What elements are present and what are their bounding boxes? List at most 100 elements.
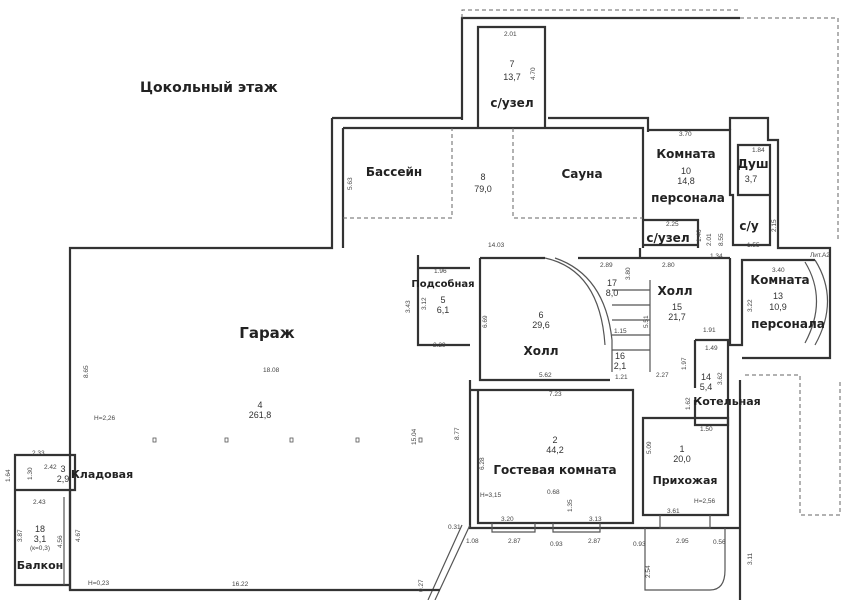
svg-text:2.43: 2.43 — [33, 499, 46, 506]
svg-text:79,0: 79,0 — [474, 184, 492, 194]
svg-text:3.13: 3.13 — [589, 516, 602, 523]
room-garage-4: Гараж 4 261,8 — [239, 324, 295, 420]
svg-text:8: 8 — [480, 172, 485, 182]
svg-text:1.50: 1.50 — [700, 426, 713, 433]
room-stair-17: 17 8,0 — [606, 278, 619, 298]
svg-text:3.20: 3.20 — [501, 516, 514, 523]
room-storage-3: 3 2,9 Кладовая — [57, 464, 133, 484]
svg-text:5.63: 5.63 — [347, 177, 354, 190]
svg-text:2.01: 2.01 — [706, 233, 713, 246]
svg-text:21,7: 21,7 — [668, 312, 686, 322]
svg-text:Гараж: Гараж — [239, 324, 295, 342]
svg-text:1.08: 1.08 — [466, 538, 479, 545]
svg-text:0.31: 0.31 — [448, 524, 461, 531]
svg-text:3.70: 3.70 — [679, 131, 692, 138]
svg-text:5.09: 5.09 — [646, 441, 653, 454]
svg-text:H=2,56: H=2,56 — [694, 498, 716, 505]
svg-text:8.65: 8.65 — [83, 365, 90, 378]
svg-text:Гостевая комната: Гостевая комната — [493, 463, 616, 477]
svg-text:2,1: 2,1 — [614, 361, 627, 371]
room-sanuzel-small-label: с/узел — [646, 231, 689, 245]
svg-text:3: 3 — [60, 464, 65, 474]
svg-text:6: 6 — [538, 310, 543, 320]
svg-text:5.62: 5.62 — [539, 372, 552, 379]
walls — [13, 9, 841, 600]
svg-text:1.91: 1.91 — [703, 327, 716, 334]
svg-text:16.22: 16.22 — [232, 581, 249, 588]
svg-text:6,1: 6,1 — [437, 305, 450, 315]
room-hall-6: 6 29,6 Холл — [523, 310, 558, 358]
svg-text:1.49: 1.49 — [705, 345, 718, 352]
svg-text:6.28: 6.28 — [479, 457, 486, 470]
svg-text:H=2,26: H=2,26 — [94, 415, 116, 422]
room-pool-label: Бассейн — [366, 165, 422, 179]
svg-text:3,1: 3,1 — [34, 534, 47, 544]
svg-text:4.70: 4.70 — [530, 67, 537, 80]
svg-text:Балкон: Балкон — [17, 559, 64, 572]
svg-text:8.55: 8.55 — [718, 233, 725, 246]
room-shower: Душ 3,7 — [737, 157, 768, 184]
svg-text:Кладовая: Кладовая — [71, 468, 133, 481]
svg-text:Холл: Холл — [523, 344, 558, 358]
svg-text:5,4: 5,4 — [700, 382, 713, 392]
svg-text:с/узел: с/узел — [490, 96, 533, 110]
dimension-labels: 2.01 4.70 5.63 14.03 3.70 1.84 2.25 1.40… — [5, 31, 785, 592]
room-boiler-14: 14 5,4 Котельная — [693, 372, 760, 408]
svg-text:2.29: 2.29 — [433, 342, 446, 349]
svg-text:3.80: 3.80 — [625, 267, 632, 280]
svg-text:Прихожая: Прихожая — [653, 474, 718, 487]
svg-text:2.27: 2.27 — [656, 372, 669, 379]
svg-text:H=0,23: H=0,23 — [88, 580, 110, 587]
svg-text:1.62: 1.62 — [685, 397, 692, 410]
room-8: 8 79,0 — [474, 172, 492, 194]
svg-text:1.35: 1.35 — [567, 499, 574, 512]
svg-text:3.12: 3.12 — [421, 297, 428, 310]
room-hall-15: Холл 15 21,7 — [657, 284, 692, 322]
svg-text:3.87: 3.87 — [17, 529, 24, 542]
svg-text:персонала: персонала — [751, 317, 825, 331]
svg-text:13,7: 13,7 — [503, 72, 521, 82]
svg-text:18: 18 — [35, 524, 45, 534]
lit-label: Лит.А2 — [810, 252, 830, 259]
svg-text:0.27: 0.27 — [418, 579, 425, 592]
svg-text:14.03: 14.03 — [488, 242, 505, 249]
svg-text:(к=0,3): (к=0,3) — [30, 545, 50, 552]
svg-text:13: 13 — [773, 291, 783, 301]
svg-text:H=3,15: H=3,15 — [480, 492, 502, 499]
svg-text:2.25: 2.25 — [666, 221, 679, 228]
svg-text:3.61: 3.61 — [667, 508, 680, 515]
svg-text:1.30: 1.30 — [27, 467, 34, 480]
svg-text:3.43: 3.43 — [405, 300, 412, 313]
svg-text:Душ: Душ — [737, 157, 768, 171]
svg-text:1.64: 1.64 — [5, 469, 12, 482]
svg-text:14,8: 14,8 — [677, 176, 695, 186]
room-hallway-1: 1 20,0 Прихожая — [653, 444, 718, 487]
svg-text:1.55: 1.55 — [747, 242, 760, 249]
svg-text:0.68: 0.68 — [547, 489, 560, 496]
svg-text:персонала: персонала — [651, 191, 725, 205]
svg-text:Комната: Комната — [750, 273, 809, 287]
svg-text:16: 16 — [615, 351, 625, 361]
svg-text:261,8: 261,8 — [249, 410, 272, 420]
svg-text:14: 14 — [701, 372, 711, 382]
svg-text:5: 5 — [440, 295, 445, 305]
svg-text:0.56: 0.56 — [713, 539, 726, 546]
svg-text:8,0: 8,0 — [606, 288, 619, 298]
svg-text:Комната: Комната — [656, 147, 715, 161]
svg-text:5.51: 5.51 — [643, 315, 650, 328]
room-guest-2: 2 44,2 Гостевая комната — [493, 435, 616, 477]
svg-text:1.34: 1.34 — [710, 253, 723, 260]
svg-text:15: 15 — [672, 302, 682, 312]
room-wc-label: с/у — [739, 219, 758, 233]
svg-text:3,7: 3,7 — [745, 174, 758, 184]
svg-text:6.69: 6.69 — [482, 315, 489, 328]
svg-text:1.97: 1.97 — [681, 357, 688, 370]
svg-text:2.33: 2.33 — [32, 450, 45, 457]
svg-text:0.93: 0.93 — [550, 541, 563, 548]
svg-text:20,0: 20,0 — [673, 454, 691, 464]
svg-text:1.84: 1.84 — [752, 147, 765, 154]
svg-text:2.87: 2.87 — [508, 538, 521, 545]
svg-text:2: 2 — [552, 435, 557, 445]
svg-text:2.95: 2.95 — [676, 538, 689, 545]
svg-text:2.15: 2.15 — [771, 219, 778, 232]
